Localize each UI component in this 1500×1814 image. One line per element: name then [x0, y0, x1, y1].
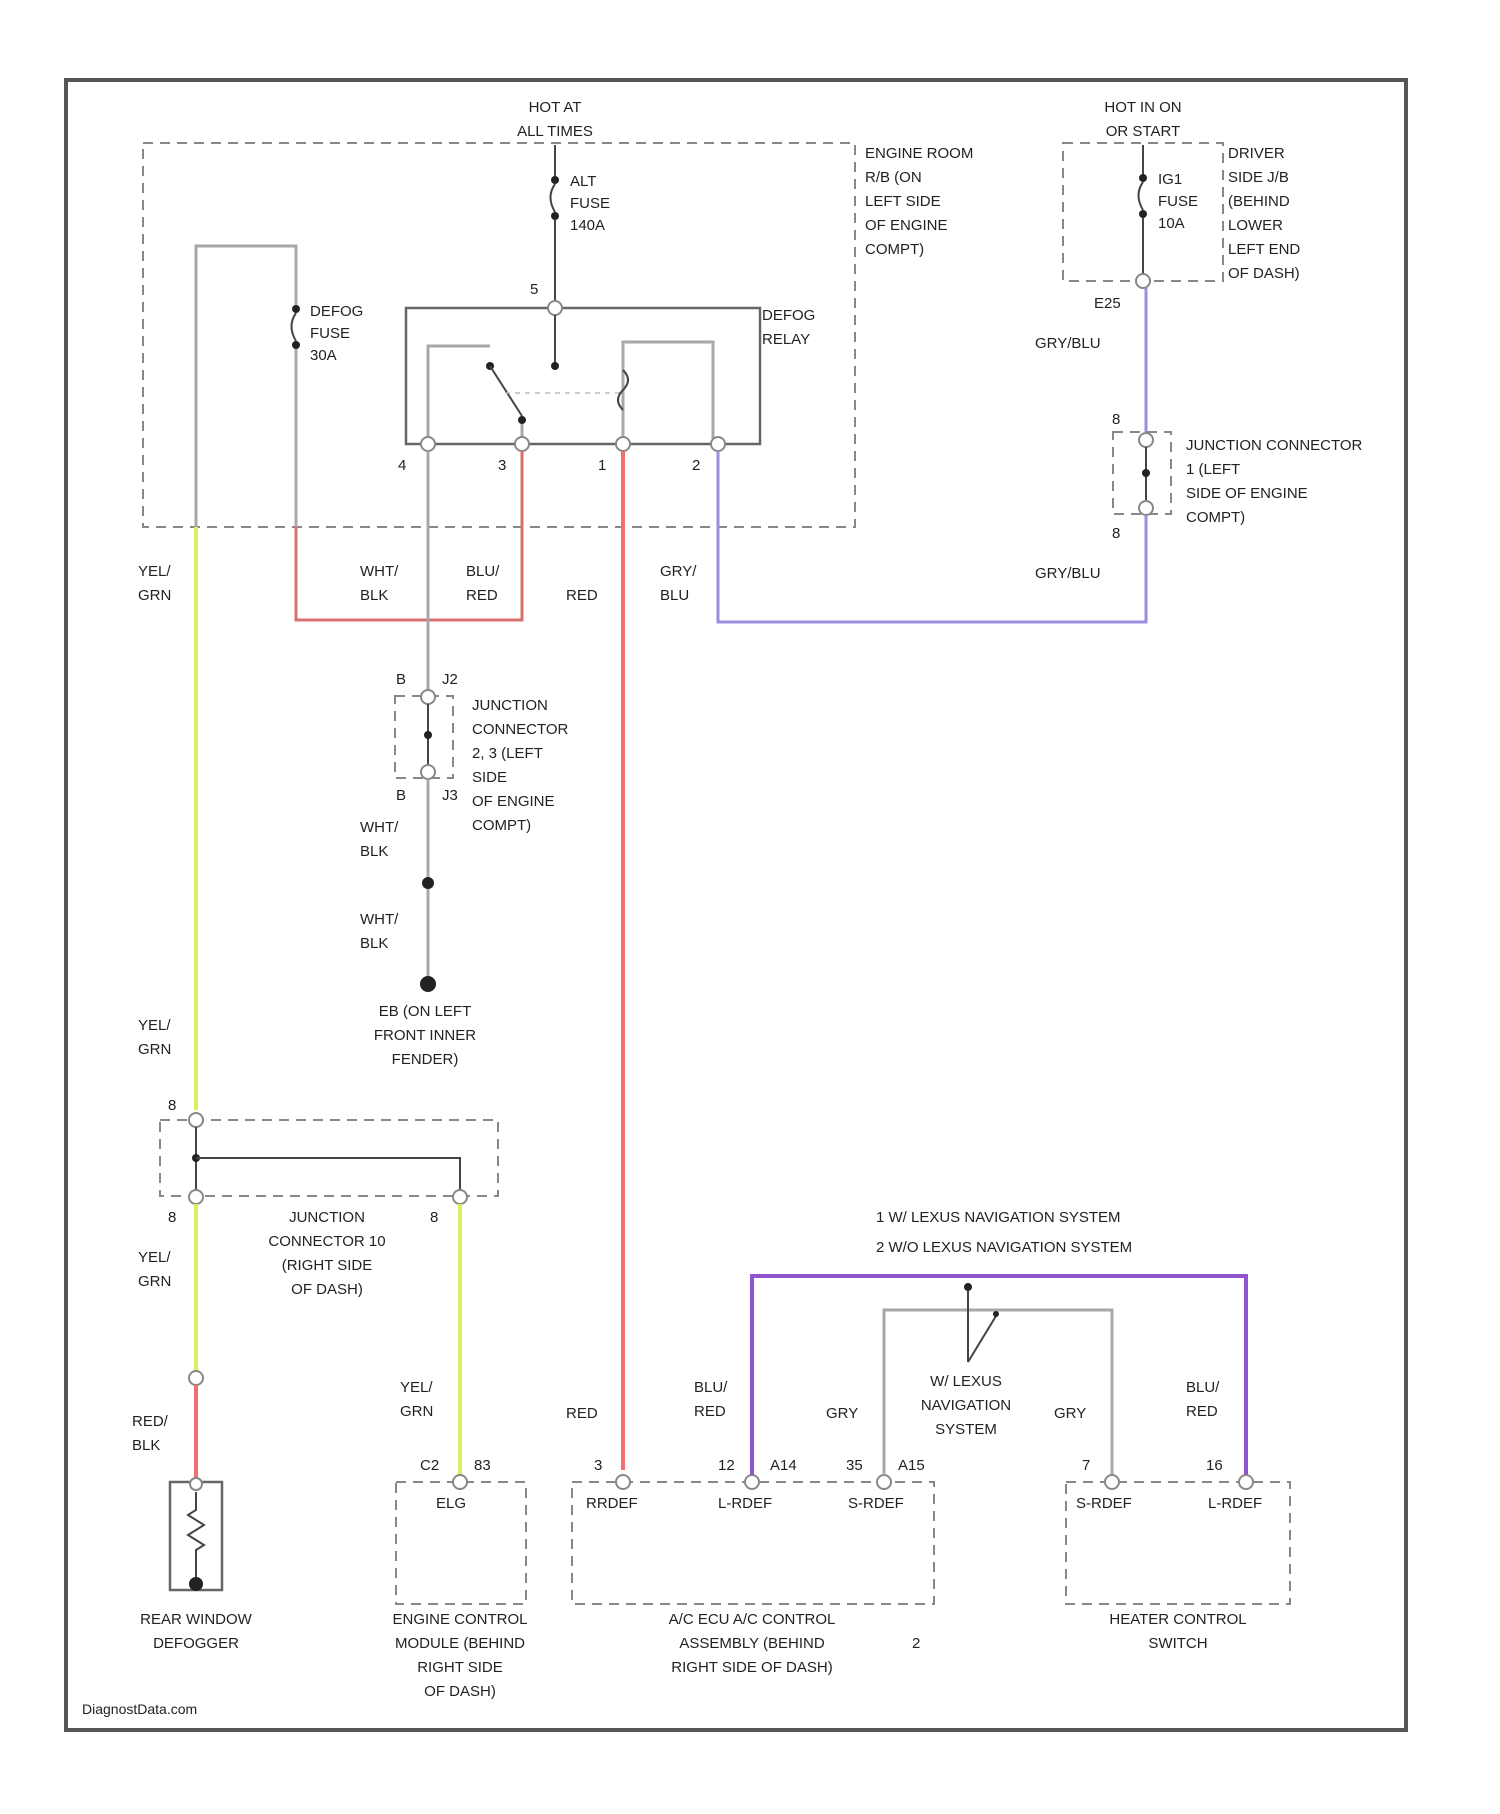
- ac-pin-a14-label: A14: [770, 1457, 797, 1474]
- ecm-pin-c2-label: C2: [420, 1457, 439, 1474]
- jc1-pin-bottom: [1139, 501, 1153, 515]
- jc10-pin-bottom-left-label: 8: [168, 1209, 176, 1226]
- ac-pin-3-label: 3: [594, 1457, 602, 1474]
- watermark: DiagnostData.com: [82, 1701, 197, 1717]
- ecm-pin-83-label: 83: [474, 1457, 491, 1474]
- red-blk-wire-label: RED/BLK: [132, 1413, 169, 1454]
- hc-pin-lrdef: [1239, 1475, 1253, 1489]
- blu-red-wire-label-2: BLU/RED: [694, 1379, 728, 1420]
- hc-lrdef-label: L-RDEF: [1208, 1495, 1262, 1512]
- ac-pin-rrdef: [616, 1475, 630, 1489]
- jc2-pin-b2-label: B: [396, 787, 406, 804]
- relay-pin-5: [548, 301, 562, 315]
- alt-fuse-label: ALTFUSE140A: [570, 173, 610, 234]
- jc10-pin-bottom-left: [189, 1190, 203, 1204]
- jc2-pin-top: [421, 690, 435, 704]
- hc-srdef-label: S-RDEF: [1076, 1495, 1132, 1512]
- defog-relay-box: [406, 308, 760, 444]
- ac-pin-srdef: [877, 1475, 891, 1489]
- ac-pin-12-label: 12: [718, 1457, 735, 1474]
- hc-pin-7-label: 7: [1082, 1457, 1090, 1474]
- ac-pin-a15-label: A15: [898, 1457, 925, 1474]
- yel-grn-wire-label-4: YEL/GRN: [400, 1379, 433, 1420]
- jc2-pin-bottom: [421, 765, 435, 779]
- relay-pin-1-label: 1: [598, 457, 606, 474]
- relay-pin-3-label: 3: [498, 457, 506, 474]
- rear-defogger-connector-pin: [189, 1371, 203, 1385]
- ac-srdef-label: S-RDEF: [848, 1495, 904, 1512]
- relay-pin-4-label: 4: [398, 457, 406, 474]
- gry-wire-label-2: GRY: [1054, 1405, 1086, 1422]
- yel-grn-wire-label-1: YEL/GRN: [138, 563, 171, 604]
- wht-blk-wire-label-3: WHT/BLK: [360, 911, 399, 952]
- ecm-elg-label: ELG: [436, 1495, 466, 1512]
- hc-pin-srdef: [1105, 1475, 1119, 1489]
- hot-at-all-times-line2: ALL TIMES: [517, 123, 593, 140]
- defogger-heater-element: [188, 1492, 204, 1580]
- relay-pin-5-label: 5: [530, 281, 538, 298]
- gry-blu-wire-label-2: GRY/BLU: [1035, 565, 1101, 582]
- jc1-pin-top-label: 8: [1112, 411, 1120, 428]
- e25-label: E25: [1094, 295, 1121, 312]
- jc1-pin-top: [1139, 433, 1153, 447]
- gry-blu-wire-label-1: GRY/BLU: [1035, 335, 1101, 352]
- jc10-pin-top-label: 8: [168, 1097, 176, 1114]
- jc2-pin-j3-label: J3: [442, 787, 458, 804]
- relay-pin-2: [711, 437, 725, 451]
- red-wire-label-1: RED: [566, 587, 598, 604]
- relay-pin-2-label: 2: [692, 457, 700, 474]
- yel-grn-wire-label-3: YEL/GRN: [138, 1249, 171, 1290]
- nav-note-1: 1 W/ LEXUS NAVIGATION SYSTEM: [876, 1209, 1121, 1226]
- nav-note-2: 2 W/O LEXUS NAVIGATION SYSTEM: [876, 1239, 1132, 1256]
- jc10-pin-top: [189, 1113, 203, 1127]
- blu-red-wire-label-1: BLU/RED: [466, 563, 500, 604]
- gry-wire-label-1: GRY: [826, 1405, 858, 1422]
- ac-lrdef-label: L-RDEF: [718, 1495, 772, 1512]
- jc10-pin-bottom-right-label: 8: [430, 1209, 438, 1226]
- ac-rrdef-label: RRDEF: [586, 1495, 638, 1512]
- relay-pin-1: [616, 437, 630, 451]
- jc2-pin-j2-label: J2: [442, 671, 458, 688]
- wht-blk-wire-label-1: WHT/BLK: [360, 563, 399, 604]
- red-wire-label-2: RED: [566, 1405, 598, 1422]
- relay-pin-3: [515, 437, 529, 451]
- yel-grn-wire-label-2: YEL/GRN: [138, 1017, 171, 1058]
- jc10-pin-bottom-right: [453, 1190, 467, 1204]
- hc-pin-16-label: 16: [1206, 1457, 1223, 1474]
- ground-eb: [420, 976, 436, 992]
- e25-pin: [1136, 274, 1150, 288]
- jc1-pin-bottom-label: 8: [1112, 525, 1120, 542]
- gry-blu-wire-label-3: GRY/BLU: [660, 563, 697, 604]
- ac-pin-35-label: 35: [846, 1457, 863, 1474]
- rear-defogger-pin: [190, 1478, 202, 1490]
- wht-blk-wire-label-2: WHT/BLK: [360, 819, 399, 860]
- ecm-pin: [453, 1475, 467, 1489]
- relay-pin-4: [421, 437, 435, 451]
- blu-red-wire-label-3: BLU/RED: [1186, 1379, 1220, 1420]
- hot-at-all-times-line1: HOT AT: [529, 99, 582, 116]
- ac-pin-lrdef: [745, 1475, 759, 1489]
- ac-note-2-label: 2: [912, 1635, 920, 1652]
- jc2-pin-b1-label: B: [396, 671, 406, 688]
